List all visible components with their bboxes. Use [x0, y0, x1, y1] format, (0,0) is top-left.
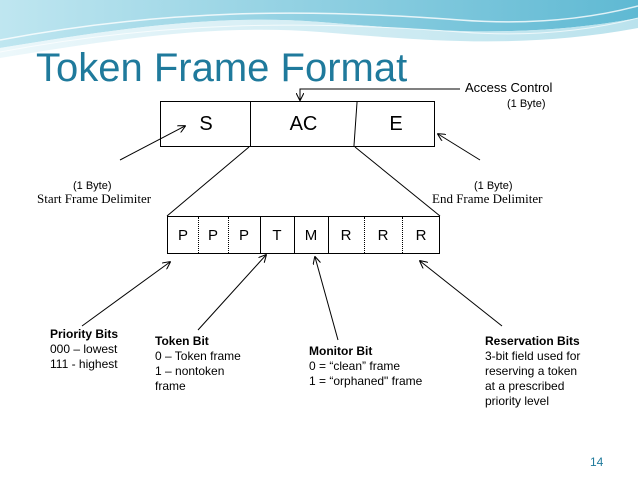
- monitor-bit-arrow: [315, 257, 339, 341]
- expansion-line-left: [166, 146, 250, 217]
- token-bit-line: frame: [155, 379, 186, 393]
- access-control-bits-box: P P P T M R R R: [167, 216, 440, 254]
- start-delimiter-size: (1 Byte): [73, 180, 112, 192]
- bit-divider: [198, 217, 199, 253]
- token-bit-description: Token Bit 0 – Token frame 1 – nontoken f…: [155, 334, 241, 394]
- reservation-bits-arrow: [420, 261, 503, 327]
- monitor-bit-description: Monitor Bit 0 = “clean” frame 1 = “orpha…: [309, 344, 422, 389]
- access-control-field: AC: [289, 112, 318, 135]
- bit-divider: [294, 217, 295, 253]
- bit-divider: [228, 217, 229, 253]
- priority-bits-arrow: [81, 262, 170, 327]
- field-divider: [250, 102, 251, 146]
- token-bit: T: [272, 226, 282, 244]
- end-delimiter-field: E: [389, 112, 403, 135]
- start-delimiter-label: Start Frame Delimiter: [37, 191, 152, 206]
- reservation-bit-3: R: [415, 226, 427, 244]
- monitor-bit-line: 0 = “clean” frame: [309, 359, 401, 373]
- monitor-bit-title: Monitor Bit: [309, 344, 373, 358]
- start-delimiter-field: S: [199, 112, 213, 135]
- page-number: 14: [590, 455, 604, 469]
- priority-bit-1: P: [177, 226, 188, 244]
- expansion-line-right: [354, 146, 441, 217]
- bit-divider: [260, 217, 261, 253]
- end-delimiter-arrow: [438, 134, 481, 161]
- access-control-arrow: [300, 88, 460, 100]
- reservation-bit-1: R: [340, 226, 352, 244]
- token-bit-line: 1 – nontoken: [155, 364, 225, 378]
- priority-bits-line: 111 - highest: [50, 357, 118, 371]
- reservation-bits-title: Reservation Bits: [485, 334, 580, 348]
- access-control-size: (1 Byte): [507, 98, 546, 110]
- token-frame-box: S AC E: [160, 101, 435, 147]
- priority-bit-3: P: [238, 226, 249, 244]
- bit-divider: [328, 217, 329, 253]
- slide-title: Token Frame Format: [36, 46, 408, 90]
- reservation-bits-line: reserving a token: [485, 364, 578, 378]
- monitor-bit: M: [304, 226, 318, 244]
- reservation-bits-line: at a prescribed: [485, 379, 565, 393]
- bit-divider: [364, 217, 365, 253]
- token-bit-title: Token Bit: [155, 334, 209, 348]
- end-delimiter-size: (1 Byte): [474, 180, 513, 192]
- priority-bits-line: 000 – lowest: [50, 342, 118, 356]
- access-control-label: Access Control: [465, 80, 553, 95]
- reservation-bits-description: Reservation Bits 3-bit field used for re…: [485, 334, 580, 409]
- header-wave-decoration: [0, 0, 638, 58]
- priority-bits-title: Priority Bits: [50, 327, 119, 341]
- end-delimiter-label: End Frame Delimiter: [432, 191, 543, 206]
- priority-bits-description: Priority Bits 000 – lowest 111 - highest: [50, 327, 118, 372]
- token-bit-line: 0 – Token frame: [155, 349, 241, 363]
- reservation-bits-line: priority level: [485, 394, 550, 408]
- bit-divider: [402, 217, 403, 253]
- reservation-bit-2: R: [377, 226, 389, 244]
- reservation-bits-line: 3-bit field used for: [485, 349, 581, 363]
- priority-bit-2: P: [207, 226, 218, 244]
- monitor-bit-line: 1 = “orphaned" frame: [309, 374, 423, 388]
- start-delimiter-arrow: [119, 126, 185, 161]
- token-bit-arrow: [197, 255, 266, 331]
